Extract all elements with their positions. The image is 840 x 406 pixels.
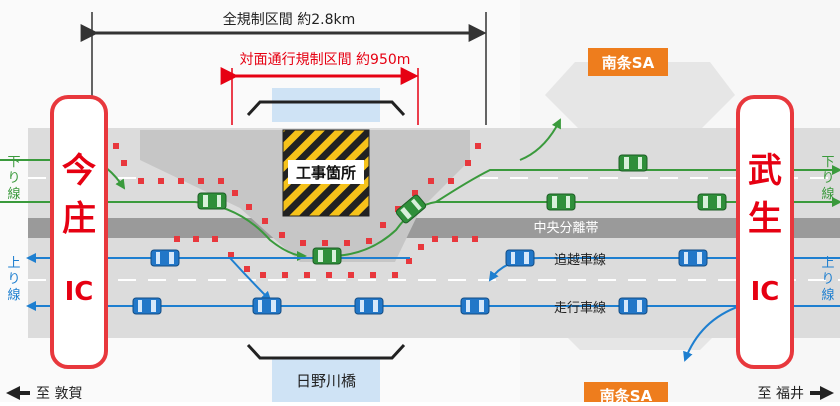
sa-bottom-label: 南条SA [600,387,653,402]
ic-right-box [736,95,794,369]
ic-left-name-1: 今 [62,151,96,191]
left-down-char-2: り [7,171,20,186]
bridge-top [272,88,380,122]
driving-lane-label: 走行車線 [554,300,606,316]
right-up-char-2: り [821,272,834,287]
left-up-char-1: 上 [7,256,20,271]
total-dimension-label: 全規制区間 約2.8km [223,11,355,28]
sa-ramp-top [545,62,735,130]
bridge-label: 日野川橋 [296,372,356,390]
median-label: 中央分離帯 [533,221,598,236]
ic-right-name-1: 武 [748,151,782,191]
contraflow-dimension-label: 対面通行規制区間 約950m [240,52,411,68]
passing-lane-label: 追越車線 [554,252,606,268]
bridge-bottom [272,358,380,402]
ic-left-suffix: IC [65,277,94,307]
direction-left: 下 り 線 上 り 線 [7,155,20,303]
median [28,218,840,238]
right-down-char-3: 線 [821,186,834,202]
ic-right-name-2: 生 [748,199,782,239]
left-down-char-1: 下 [7,155,20,170]
bridge-rail-bottom [246,343,406,360]
arrow-left-icon [6,386,30,400]
sa-top-label: 南条SA [602,54,655,72]
ic-left-name-2: 庄 [62,199,96,239]
ic-left-box [50,95,108,369]
right-up-char-1: 上 [821,256,834,271]
right-up-char-3: 線 [821,287,834,303]
work-zone-label-bg [288,160,364,184]
ic-right-suffix: IC [751,277,780,307]
left-up-char-3: 線 [7,287,20,303]
arrow-right-icon [810,386,834,400]
left-down-char-3: 線 [7,186,20,202]
right-down-char-1: 下 [821,155,834,170]
bridge-rail-top [246,100,406,117]
footer-left: 至 敦賀 [36,386,82,402]
direction-right: 下 り 線 上 り 線 [821,155,834,303]
sa-top-box [588,48,668,76]
work-zone-label: 工事箇所 [296,164,356,182]
right-down-char-2: り [821,171,834,186]
left-up-char-2: り [7,272,20,287]
footer-right: 至 福井 [758,386,804,402]
